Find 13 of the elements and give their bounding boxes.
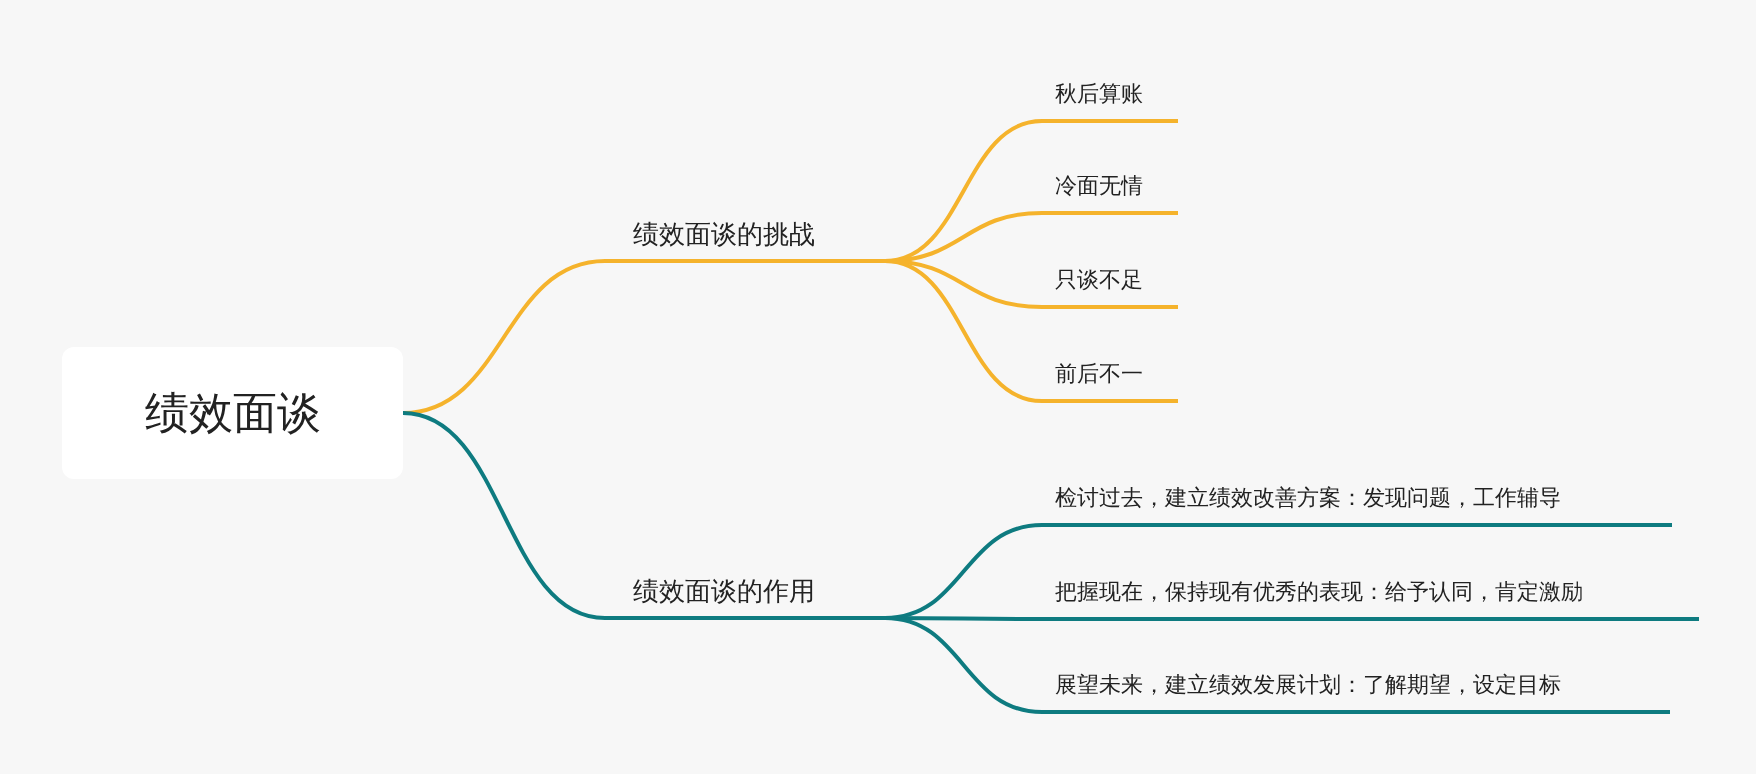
- branch-line: [402, 411, 606, 620]
- subtopic: 秋后算账: [1042, 79, 1178, 123]
- subtopic: 只谈不足: [1042, 265, 1178, 309]
- topic-box: 绩效面谈: [62, 347, 403, 479]
- subtopic: 把握现在，保持现有优秀的表现：给予认同，肯定激励: [1042, 577, 1699, 621]
- subtopic: 冷面无情: [1042, 171, 1178, 215]
- subtopic: 前后不一: [1042, 359, 1178, 403]
- branch-topic: 绩效面谈的挑战: [605, 219, 885, 263]
- branch-line: [884, 616, 1043, 714]
- subtopic: 展望未来，建立绩效发展计划：了解期望，设定目标: [1042, 670, 1670, 714]
- subtopic: 检讨过去，建立绩效改善方案：发现问题，工作辅导: [1042, 483, 1672, 527]
- branch-topic: 绩效面谈的作用: [605, 576, 885, 620]
- branch-line: [884, 259, 1043, 403]
